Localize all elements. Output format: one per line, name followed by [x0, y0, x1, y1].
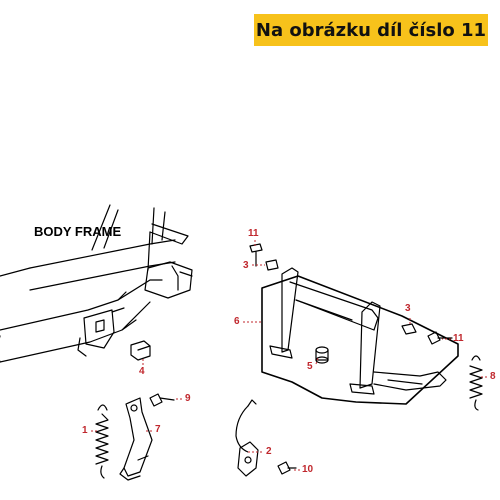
- callout-label: 7: [155, 424, 161, 435]
- callout-label: 11: [248, 228, 259, 239]
- callout-label: 8: [490, 371, 496, 382]
- stand-switch-part-2: [235, 399, 259, 477]
- callout-label: 5: [307, 361, 313, 372]
- callout-label: 2: [266, 446, 272, 457]
- assembly-outline-box: [261, 275, 459, 405]
- callout-label: 3: [243, 260, 249, 271]
- body-frame-label: BODY FRAME: [34, 224, 122, 239]
- callout-label: 1: [82, 425, 88, 436]
- body-frame: [0, 204, 193, 363]
- nut-part-3-right: [401, 323, 417, 335]
- callout-label: 3: [405, 303, 411, 314]
- callout-label: 11: [453, 333, 464, 344]
- callout-label: 4: [139, 366, 145, 377]
- main-stand: [269, 267, 447, 395]
- bolt-part-11-right: [427, 331, 453, 345]
- block-nut-part: [130, 340, 151, 361]
- spring-part-left: [95, 404, 109, 479]
- side-stand: [119, 397, 153, 481]
- bolt-part-9: [149, 393, 175, 407]
- callout-label: 6: [234, 316, 240, 327]
- part-number-banner: Na obrázku díl číslo 11: [254, 14, 488, 46]
- collar-part-5: [315, 346, 329, 364]
- bolt-part-11-top: [249, 243, 279, 271]
- bolt-part-10: [277, 461, 297, 475]
- spring-part-right: [469, 355, 483, 411]
- callout-label: 9: [185, 393, 191, 404]
- callout-label: 10: [302, 464, 314, 475]
